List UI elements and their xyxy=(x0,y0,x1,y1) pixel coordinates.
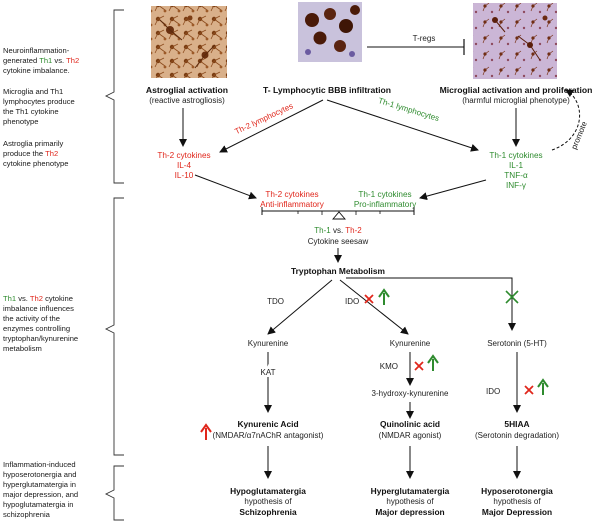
kmo-red-cross-icon xyxy=(414,361,424,371)
side-note-astroglia: Astroglia primarily produce the Th2 cyto… xyxy=(3,139,68,168)
th1-to-center-arrow xyxy=(419,179,487,201)
svg-text:Microglia and Th1: Microglia and Th1 xyxy=(3,87,63,96)
svg-text:the Th1 cytokine: the Th1 cytokine xyxy=(3,107,59,116)
trp-to-serotonin-arrow xyxy=(346,277,516,331)
hiaa-sub: (Serotonin degradation) xyxy=(475,431,559,440)
kynurenine-mid-label: Kynurenine xyxy=(390,339,431,348)
svg-text:Th1 vs. Th2 cytokine: Th1 vs. Th2 cytokine xyxy=(3,294,73,303)
il1-label: IL-1 xyxy=(509,161,524,170)
th2-center-heading: Th-2 cytokines xyxy=(265,190,318,199)
svg-text:the activity of the: the activity of the xyxy=(3,314,60,323)
svg-text:produce the Th2: produce the Th2 xyxy=(3,149,58,158)
outcome-right-title: Hyposerotonergia xyxy=(481,486,553,496)
kmo-green-up-arrow-icon xyxy=(427,354,439,371)
pro-inflammatory-label: Pro-inflammatory xyxy=(354,200,417,209)
cytokine-seesaw-label: Cytokine seesaw xyxy=(308,237,369,246)
outcome-mid-title: Hyperglutamatergia xyxy=(371,486,450,496)
inf-gamma-label: INF-γ xyxy=(506,181,527,190)
side-note-inflammation: Inflammation-induced hyposerotonergia an… xyxy=(3,460,78,519)
svg-text:schizophrenia: schizophrenia xyxy=(3,510,51,519)
seesaw-th1-vs-th2: Th-1 vs. Th-2 xyxy=(314,226,362,235)
ido-right-red-cross-icon xyxy=(524,385,534,395)
svg-text:imbalance influences: imbalance influences xyxy=(3,304,74,313)
outcome-left-disease: Schizophrenia xyxy=(239,507,297,517)
tlymph-to-th1-arrow xyxy=(326,99,479,152)
cytokine-seesaw xyxy=(261,207,415,220)
outcome-mid-disease: Major depression xyxy=(375,507,444,517)
outcome-right-sub: hypothesis of xyxy=(493,497,541,506)
th2-to-center-arrow xyxy=(194,174,257,200)
kat-label: KAT xyxy=(261,368,276,377)
quinolinic-acid-sub: (NMDAR agonist) xyxy=(379,431,442,440)
tryptophan-metabolism-label: Tryptophan Metabolism xyxy=(291,266,385,276)
svg-text:Inflammation-induced: Inflammation-induced xyxy=(3,460,76,469)
side-note-microglia: Microglia and Th1 lymphocytes produce th… xyxy=(3,87,75,126)
astroglia-micrograph xyxy=(151,6,227,78)
brace-top xyxy=(104,9,124,184)
th2-cytokines-heading: Th-2 cytokines xyxy=(157,151,210,160)
microglial-activation-subtitle: (harmful microglial phenotype) xyxy=(462,96,570,105)
kynurenic-acid-label: Kynurenic Acid xyxy=(237,419,298,429)
brace-middle xyxy=(104,197,124,456)
hydroxy-kynurenine-label: 3-hydroxy-kynurenine xyxy=(372,389,449,398)
serotonin-label: Serotonin (5-HT) xyxy=(487,339,547,348)
side-note-imbalance: Neuroinflammation- generated Th1 vs. Th2… xyxy=(3,46,79,75)
outcome-right-disease: Major Depression xyxy=(482,507,552,517)
ido-red-cross-icon xyxy=(364,294,374,304)
outcome-mid-sub: hypothesis of xyxy=(386,497,434,506)
ido-green-up-arrow-icon xyxy=(378,288,390,305)
t-lymphocyte-micrograph xyxy=(298,2,362,62)
trp-to-kyn-mid-arrow xyxy=(339,279,409,335)
svg-text:Neuroinflammation-: Neuroinflammation- xyxy=(3,46,70,55)
tlymph-to-th2-arrow xyxy=(219,99,324,153)
svg-text:Astroglia primarily: Astroglia primarily xyxy=(3,139,64,148)
astroglial-activation-title: Astroglial activation xyxy=(146,85,228,95)
svg-text:metabolism: metabolism xyxy=(3,344,42,353)
svg-text:hyperglutamatergia in: hyperglutamatergia in xyxy=(3,480,76,489)
svg-text:major depression, and: major depression, and xyxy=(3,490,78,499)
il10-label: IL-10 xyxy=(175,171,194,180)
outcome-left-sub: hypothesis of xyxy=(244,497,292,506)
ido-right-green-up-arrow-icon xyxy=(537,378,549,395)
svg-text:lymphocytes produce: lymphocytes produce xyxy=(3,97,75,106)
svg-text:hypoglutamatergia in: hypoglutamatergia in xyxy=(3,500,74,509)
brace-bottom xyxy=(104,465,124,521)
tregs-label: T-regs xyxy=(413,34,436,43)
kyna-red-up-arrow-icon xyxy=(200,423,212,440)
quinolinic-acid-label: Quinolinic acid xyxy=(380,419,440,429)
svg-text:enzymes controlling: enzymes controlling xyxy=(3,324,70,333)
kynurenine-left-label: Kynurenine xyxy=(248,339,289,348)
il4-label: IL-4 xyxy=(177,161,192,170)
th1-lymphocytes-label: Th-1 lymphocytes xyxy=(377,96,440,123)
t-lymphocyte-title: T- Lymphocytic BBB infiltration xyxy=(263,85,391,95)
outcome-left-title: Hypoglutamatergia xyxy=(230,486,306,496)
th1-center-heading: Th-1 cytokines xyxy=(358,190,411,199)
side-note-enzymes: Th1 vs. Th2 cytokine imbalance influence… xyxy=(3,294,78,353)
th1-cytokines-heading: Th-1 cytokines xyxy=(489,151,542,160)
ido-right-label: IDO xyxy=(486,387,500,396)
microglial-activation-title: Microglial activation and proliferation xyxy=(440,85,593,95)
svg-text:hyposerotonergia and: hyposerotonergia and xyxy=(3,470,76,479)
svg-text:tryptophan/kynurenine: tryptophan/kynurenine xyxy=(3,334,78,343)
serotonin-path-green-cross-icon xyxy=(505,290,519,304)
tdo-label: TDO xyxy=(267,297,284,306)
promote-dashed-arrow xyxy=(551,89,581,151)
anti-inflammatory-label: Anti-inflammatory xyxy=(260,200,325,209)
ido-label: IDO xyxy=(345,297,359,306)
svg-text:phenotype: phenotype xyxy=(3,117,38,126)
trp-to-kyn-left-arrow xyxy=(267,279,333,335)
svg-text:cytokine imbalance.: cytokine imbalance. xyxy=(3,66,70,75)
microglia-micrograph xyxy=(473,3,557,79)
kynurenic-acid-sub: (NMDAR/α7nAChR antagonist) xyxy=(213,431,324,440)
svg-text:generated Th1 vs. Th2: generated Th1 vs. Th2 xyxy=(3,56,79,65)
kmo-label: KMO xyxy=(380,362,398,371)
astroglial-activation-subtitle: (reactive astrogliosis) xyxy=(149,96,225,105)
svg-text:cytokine phenotype: cytokine phenotype xyxy=(3,159,68,168)
tnf-alpha-label: TNF-α xyxy=(504,171,528,180)
hiaa-label: 5HIAA xyxy=(504,419,529,429)
